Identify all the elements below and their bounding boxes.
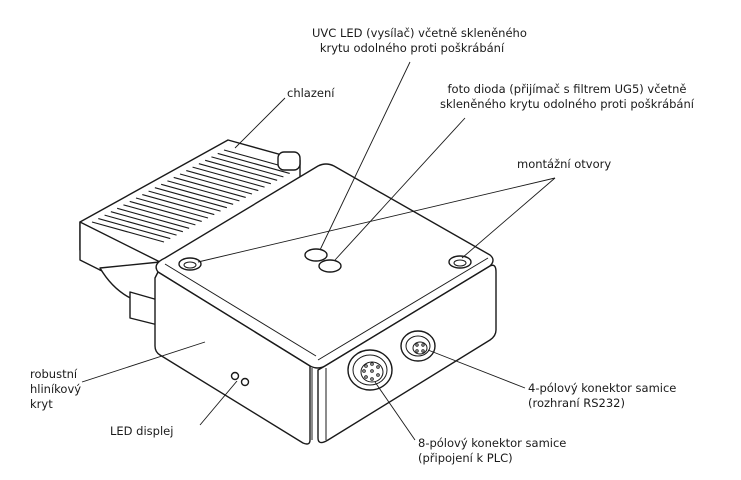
cooling-fin [129,200,202,222]
main-housing [154,163,497,445]
mounting-hole-left [178,257,202,271]
cooling-fins [91,149,297,243]
leader-photodiode [334,117,466,261]
leader-connector-4pin [427,349,526,389]
label-housing-line3: kryt [30,397,53,411]
label-photodiode-line2: skleněného krytu odolného proti poškrábá… [440,97,694,111]
cooling-fin [142,194,215,216]
label-photodiode-line1: foto dioda (přijímač s filtrem UG5) včet… [447,82,687,96]
cooling-fin [123,204,196,226]
cooling-fin [173,176,246,198]
heat-sink [79,139,301,326]
cooling-fin [91,221,165,243]
cooling-fin [104,214,177,236]
cooling-fin [211,156,284,178]
label-uvc-led: UVC LED (vysílač) včetně skleněného kryt… [312,26,527,56]
uvc-led-window [304,248,328,262]
label-led-display: LED displej [110,424,174,438]
leader-cooling [234,97,286,149]
label-connector-8pin-line1: 8-pólový konektor samice [418,436,567,450]
label-connector-4pin-line1: 4-pólový konektor samice [528,381,677,395]
label-uvc-led-line1: UVC LED (vysílač) včetně skleněného [312,26,527,40]
rear-cylinder [277,151,301,171]
cooling-fin [148,190,221,212]
connector-8pin [347,349,393,391]
label-connector-4pin-line2: (rozhraní RS232) [528,396,625,410]
label-connector-4pin: 4-pólový konektor samice (rozhraní RS232… [528,381,676,411]
cooling-fin [135,197,209,219]
leader-lines [81,61,556,441]
cooling-fin [167,180,240,202]
leader-connector-8pin [374,381,416,441]
cooling-fin [160,183,234,205]
leader-mounting-left [197,177,556,263]
mounting-hole-right [448,255,472,269]
label-connector-8pin-line2: (připojení k PLC) [418,451,513,465]
label-cooling: chlazení [287,86,335,100]
led-display [230,371,250,387]
label-housing-line2: hliníkový [30,382,82,396]
leader-mounting-right [461,177,556,259]
cooling-fin [198,163,272,185]
label-photodiode: foto dioda (přijímač s filtrem UG5) včet… [432,82,702,112]
label-uvc-led-line2: krytu odolného proti poškrábání [319,41,505,55]
leader-led-display [199,380,238,426]
cooling-fin [179,173,253,195]
cooling-fin [116,207,190,229]
cooling-fin [154,187,228,209]
label-mounting-holes: montážní otvory [517,157,612,171]
cooling-fin [98,218,171,240]
photodiode-window [318,259,342,273]
leader-housing [81,341,206,383]
label-housing: robustní hliníkový kryt [30,367,81,412]
leader-uvc-led [319,61,411,251]
connector-4pin [400,330,436,362]
label-housing-line1: robustní [30,367,78,381]
label-connector-8pin: 8-pólový konektor samice (připojení k PL… [418,436,566,466]
cooling-fin [186,170,259,192]
cooling-fin [110,211,184,233]
cooling-fin [192,166,265,188]
cooling-fin [217,152,290,174]
cooling-fin [204,159,278,181]
